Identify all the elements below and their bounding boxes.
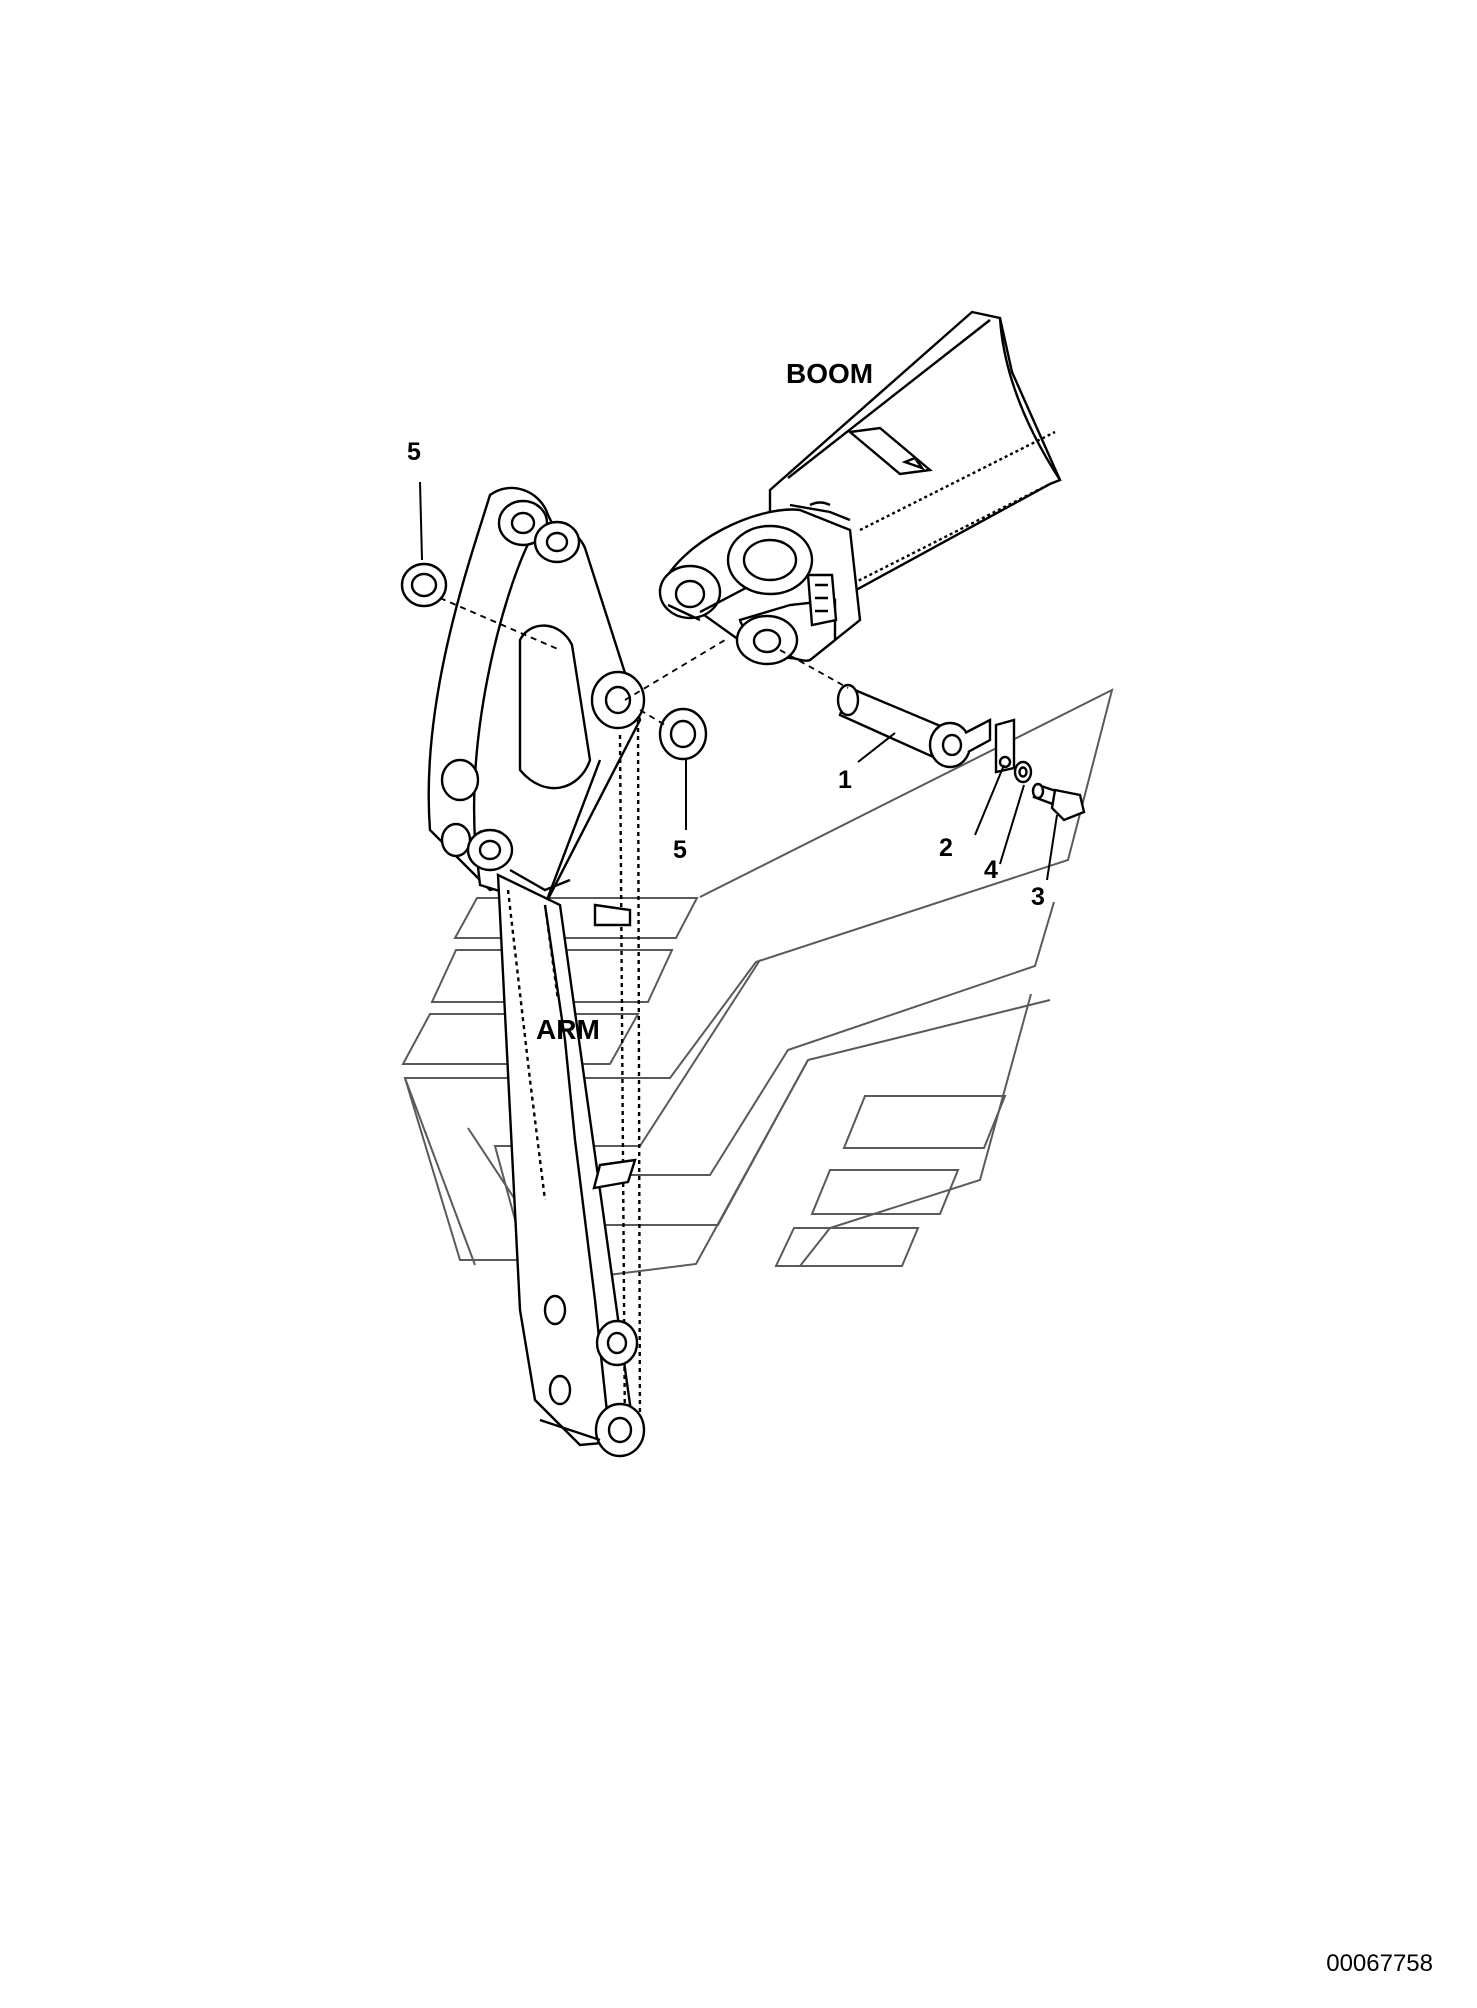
callout-3: 3 (1031, 883, 1045, 911)
document-number: 00067758 (1326, 1950, 1433, 1977)
ring-part-5-right (658, 707, 708, 761)
callout-5-right: 5 (673, 836, 687, 864)
plate-part-2 (994, 718, 1016, 774)
leader-lines (419, 481, 1058, 881)
arm-part (427, 486, 646, 1458)
washer-part-4 (1013, 760, 1033, 784)
callout-5-left: 5 (407, 438, 421, 466)
callout-1: 1 (838, 766, 852, 794)
pin-part-1 (836, 683, 992, 769)
arm-label: ARM (536, 1014, 600, 1045)
boom-part (658, 310, 1062, 666)
ring-part-5-left (400, 562, 448, 608)
callout-4: 4 (984, 856, 998, 884)
callout-2: 2 (939, 834, 953, 862)
boom-label: BOOM (786, 358, 874, 389)
bolt-part-3 (1031, 782, 1086, 822)
alignment-lines (439, 597, 849, 726)
